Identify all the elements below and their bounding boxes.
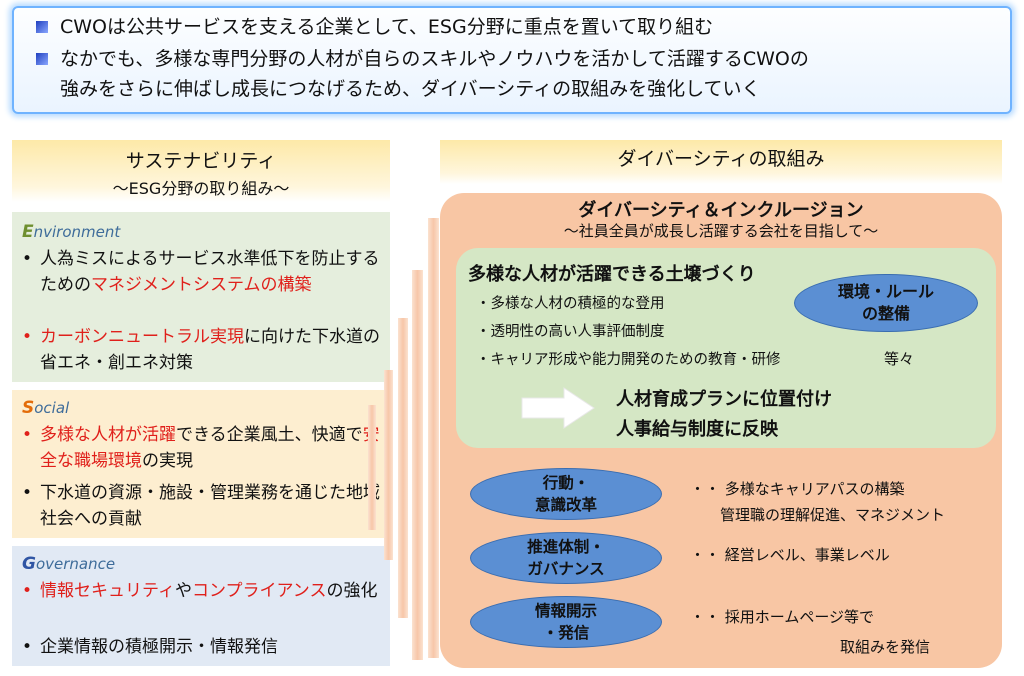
bullet-square-icon xyxy=(36,53,48,65)
connector-stripe xyxy=(368,405,376,530)
banner-line-3: 強みをさらに伸ばし成長につなげるため、ダイバーシティの取組みを強化していく xyxy=(60,78,761,100)
behavior-reform-text-2: 管理職の理解促進、マネジメント xyxy=(720,506,946,524)
environment-bullet-2: • カーボンニュートラル実現に向けた下水道の省エネ・創エネ対策 xyxy=(22,327,380,373)
diversity-header: ダイバーシティの取組み xyxy=(440,140,1002,184)
foundation-title: 多様な人材が活躍できる土壌づくり xyxy=(468,264,756,285)
disclosure-oval: 情報開示・発信 xyxy=(470,596,662,648)
sustainability-title: サステナビリティ xyxy=(125,150,277,172)
connector-stripe xyxy=(384,370,393,560)
sustainability-subtitle: ～ESG分野の取り組み～ xyxy=(112,179,290,198)
social-panel: Social • 多様な人材が活躍できる企業風土、快適で安全な職場環境の実現 •… xyxy=(12,390,390,538)
diversity-inclusion-subtitle: ～社員全員が成長し活躍する会社を目指して～ xyxy=(563,222,879,240)
behavior-reform-text-1: ・・ 多様なキャリアパスの構築 xyxy=(690,480,905,498)
connector-stripe xyxy=(428,218,439,658)
environment-panel: Environment • 人為ミスによるサービス水準低下を防止するためのマネジ… xyxy=(12,212,390,382)
governance-bullet-2: • 企業情報の積極開示・情報発信 xyxy=(22,637,278,657)
governance-structure-oval: 推進体制・ガバナンス xyxy=(470,532,662,584)
social-bullet-2: • 下水道の資源・施設・管理業務を通じた地域社会への貢献 xyxy=(22,483,380,529)
social-title: Social xyxy=(22,398,70,418)
sustainability-header: サステナビリティ ～ESG分野の取り組み～ xyxy=(12,140,390,202)
banner-line-2: なかでも、多様な専門分野の人材が自らのスキルやノウハウを活かして活躍するCWOの xyxy=(60,48,809,70)
connector-stripe xyxy=(412,270,423,660)
plan-line-2: 人事給与制度に反映 xyxy=(616,419,778,440)
etc-label: 等々 xyxy=(884,350,915,368)
right-arrow-icon xyxy=(521,387,595,429)
connector-stripe xyxy=(398,318,408,618)
environment-title: Environment xyxy=(22,222,121,242)
governance-bullet-1: • 情報セキュリティやコンプライアンスの強化 xyxy=(22,581,378,601)
foundation-item-2: ・透明性の高い人事評価制度 xyxy=(476,324,665,340)
governance-title: Governance xyxy=(22,554,116,574)
governance-panel: Governance • 情報セキュリティやコンプライアンスの強化 • 企業情報… xyxy=(12,546,390,666)
foundation-item-1: ・多様な人材の積極的な登用 xyxy=(476,296,665,312)
diversity-inclusion-title: ダイバーシティ＆インクルージョン xyxy=(578,200,864,221)
social-bullet-1: • 多様な人材が活躍できる企業風土、快適で安全な職場環境の実現 xyxy=(22,425,380,471)
bullet-square-icon xyxy=(36,21,48,33)
disclosure-text-1: ・・ 採用ホームページ等で xyxy=(690,608,875,626)
behavior-reform-oval: 行動・意識改革 xyxy=(470,468,662,520)
environment-rules-oval: 環境・ルール の整備 xyxy=(794,274,978,332)
disclosure-text-2: 取組みを発信 xyxy=(840,638,931,656)
banner-line-1: CWOは公共サービスを支える企業として、ESG分野に重点を置いて取り組む xyxy=(60,16,714,38)
plan-line-1: 人材育成プランに位置付け xyxy=(616,389,832,410)
governance-structure-text: ・・ 経営レベル、事業レベル xyxy=(690,546,890,564)
environment-bullet-1: • 人為ミスによるサービス水準低下を防止するためのマネジメントシステムの構築 xyxy=(22,249,380,295)
summary-banner: CWOは公共サービスを支える企業として、ESG分野に重点を置いて取り組む なかで… xyxy=(12,6,1012,114)
foundation-item-3: ・キャリア形成や能力開発のための教育・研修 xyxy=(476,352,781,368)
